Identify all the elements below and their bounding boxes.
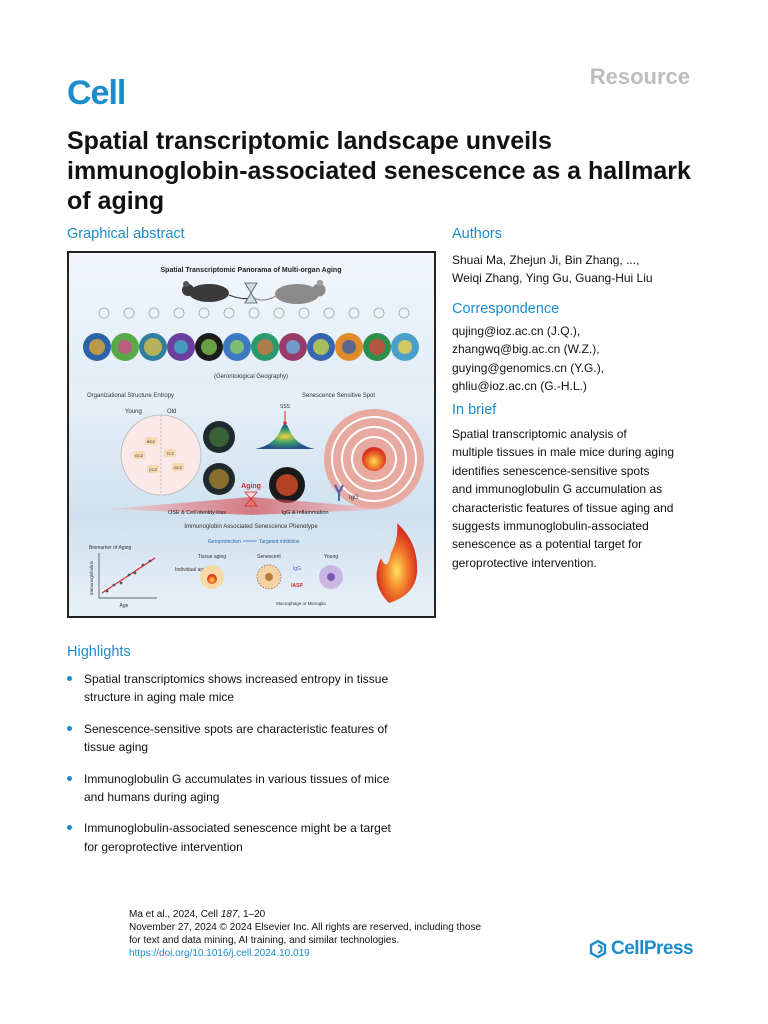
bullet-icon <box>67 676 72 681</box>
highlight-item: Senescence-sensitive spots are character… <box>67 720 437 757</box>
journal-logo: Cell <box>67 74 126 112</box>
igg-antibody-icon: IgG <box>334 484 359 501</box>
cellpress-logo-icon <box>589 939 607 959</box>
ga-igg-small: IgG <box>293 566 301 572</box>
ga-targeted-inhibition: Targeted inhibition <box>259 539 300 545</box>
gcz-label: GCZ <box>135 453 144 458</box>
senescent-cell-icon <box>256 564 282 590</box>
bullet-icon <box>67 725 72 731</box>
ga-panel-title: Spatial Transcriptomic Panorama of Multi… <box>161 267 342 274</box>
email-link[interactable]: ghliu@ioz.ac.cn (G.-H.L.) <box>452 379 587 394</box>
young-cell-icon <box>319 565 343 589</box>
sss-peak-diagram <box>255 411 315 503</box>
ga-individual-aging: Individual aging <box>175 567 210 573</box>
authors-line: Shuai Ma, Zhejun Ji, Bin Zhang, ..., <box>452 253 640 267</box>
correspondence-heading: Correspondence <box>452 301 560 317</box>
graphical-abstract-heading: Graphical abstract <box>67 226 185 242</box>
ga-iasp-short: IASP <box>291 583 303 589</box>
ga-immunoglobulins: Immunoglobulins <box>89 560 94 595</box>
in-brief-line: suggests immunoglobulin-associated <box>452 519 649 534</box>
bullet-icon <box>67 825 72 831</box>
graphical-abstract-illustration: Spatial Transcriptomic Panorama of Multi… <box>69 253 434 616</box>
citation-pages: , 1–20 <box>237 909 266 920</box>
authors-list: Shuai Ma, Zhejun Ji, Bin Zhang, ..., Wei… <box>452 251 712 288</box>
authors-heading: Authors <box>452 226 502 242</box>
ga-sss-label: Senescence Sensitive Spot <box>302 393 375 399</box>
highlight-line: and humans during aging <box>84 790 220 805</box>
ga-geography-label: (Gerontological Geography) <box>214 374 288 380</box>
ga-age: Age <box>120 603 129 609</box>
in-brief-line: geroprotective intervention. <box>452 555 597 570</box>
highlight-line: Immunoglobulin G accumulates in various … <box>84 771 390 786</box>
authors-line: Weiqi Zhang, Ying Gu, Guang-Hui Liu <box>452 271 653 286</box>
citation-prefix: Ma et al., 2024, Cell <box>129 909 221 920</box>
ga-young-cell: Young <box>324 554 338 560</box>
ga-iasp-title: Immunoglobin Associated Senescence Pheno… <box>184 524 318 530</box>
dcz-label: DCZ <box>149 467 158 472</box>
tissue-spatial-maps <box>83 333 419 361</box>
in-brief-line: senescence as a potential target for <box>452 537 643 552</box>
highlight-item: Immunoglobulin-associated senescence mig… <box>67 819 437 856</box>
ga-aging-label: Aging <box>241 483 261 490</box>
organ-icons-row <box>98 307 410 319</box>
ga-igg-label: IgG <box>349 495 359 501</box>
highlight-line: for geroprotective intervention <box>84 839 243 854</box>
ose-tissue-diagram: BCZ GCZ DCZ TCZ GCZ <box>120 414 235 496</box>
ga-old-label: Old <box>167 409 176 415</box>
article-type: Resource <box>589 64 690 89</box>
old-mouse-icon <box>253 279 326 304</box>
in-brief-text: Spatial transcriptomic analysis of multi… <box>452 425 732 572</box>
doi-link[interactable]: https://doi.org/10.1016/j.cell.2024.10.0… <box>129 948 310 959</box>
ga-igg-inflammation: IgG & Inflammation <box>281 510 328 516</box>
tissue-aging-icon <box>200 565 224 589</box>
in-brief-line: and immunoglobulin G accumulation as <box>452 482 663 497</box>
biomarker-scatter-plot <box>98 553 157 599</box>
in-brief-line: Spatial transcriptomic analysis of <box>452 427 627 441</box>
highlights-list: Spatial transcriptomics shows increased … <box>67 670 437 869</box>
ga-macrophage: Macrophage or Microglia <box>276 601 326 606</box>
highlight-item: Immunoglobulin G accumulates in various … <box>67 770 437 807</box>
ga-tissue-aging: Tissue aging <box>198 554 226 560</box>
flame-icon <box>376 523 418 603</box>
copyright-line: November 27, 2024 © 2024 Elsevier Inc. A… <box>129 922 482 933</box>
in-brief-line: characteristic features of tissue aging … <box>452 500 674 515</box>
correspondence-emails: qujing@ioz.ac.cn (J.Q.), zhangwq@big.ac.… <box>452 322 712 396</box>
citation-footer: Ma et al., 2024, Cell 187, 1–20 November… <box>129 908 529 960</box>
highlight-line: structure in aging male mice <box>84 690 235 705</box>
ga-biomarker: Biomarker of Aging <box>89 545 131 551</box>
tcz-label: TCZ <box>166 451 174 456</box>
highlight-line: Spatial transcriptomics shows increased … <box>84 672 389 686</box>
publisher-logo[interactable]: CellPress <box>588 938 694 960</box>
bullet-icon <box>67 775 72 781</box>
ga-senescent: Senescent <box>257 554 281 560</box>
bcz-label: BCZ <box>147 439 156 444</box>
graphical-abstract-figure: Spatial Transcriptomic Panorama of Multi… <box>67 251 436 618</box>
ga-geroprotection: Geroprotection <box>208 539 241 545</box>
ga-sss-short: SSS <box>280 404 291 410</box>
highlight-line: Immunoglobulin-associated senescence mig… <box>84 821 391 836</box>
highlight-item: Spatial transcriptomics shows increased … <box>67 670 437 707</box>
email-link[interactable]: qujing@ioz.ac.cn (J.Q.), <box>452 324 581 338</box>
gcz-label-2: GCZ <box>174 465 183 470</box>
tissue-section-rings <box>324 409 424 509</box>
highlight-line: tissue aging <box>84 740 149 755</box>
ga-ose-loss: OSE & Cell identity loss <box>168 510 226 516</box>
in-brief-line: multiple tissues in male mice during agi… <box>452 445 675 460</box>
publisher-name: CellPress <box>611 938 694 959</box>
highlight-line: Senescence-sensitive spots are character… <box>84 721 388 736</box>
highlights-heading: Highlights <box>67 644 131 660</box>
ga-ose-label: Organizational Structure Entropy <box>87 393 174 399</box>
young-mouse-icon <box>182 281 255 302</box>
in-brief-heading: In brief <box>452 402 497 418</box>
aging-bar <box>109 497 393 515</box>
citation-volume: 187 <box>220 909 238 920</box>
article-title: Spatial transcriptomic landscape unveils… <box>67 127 691 215</box>
ga-young-label: Young <box>125 409 142 415</box>
citation-line: Ma et al., 2024, Cell 187, 1–20 <box>129 908 529 921</box>
email-link[interactable]: guying@genomics.cn (Y.G.), <box>452 360 605 375</box>
in-brief-line: identifies senescence-sensitive spots <box>452 463 650 478</box>
email-link[interactable]: zhangwq@big.ac.cn (W.Z.), <box>452 342 600 357</box>
copyright-line: for text and data mining, AI training, a… <box>129 935 400 946</box>
